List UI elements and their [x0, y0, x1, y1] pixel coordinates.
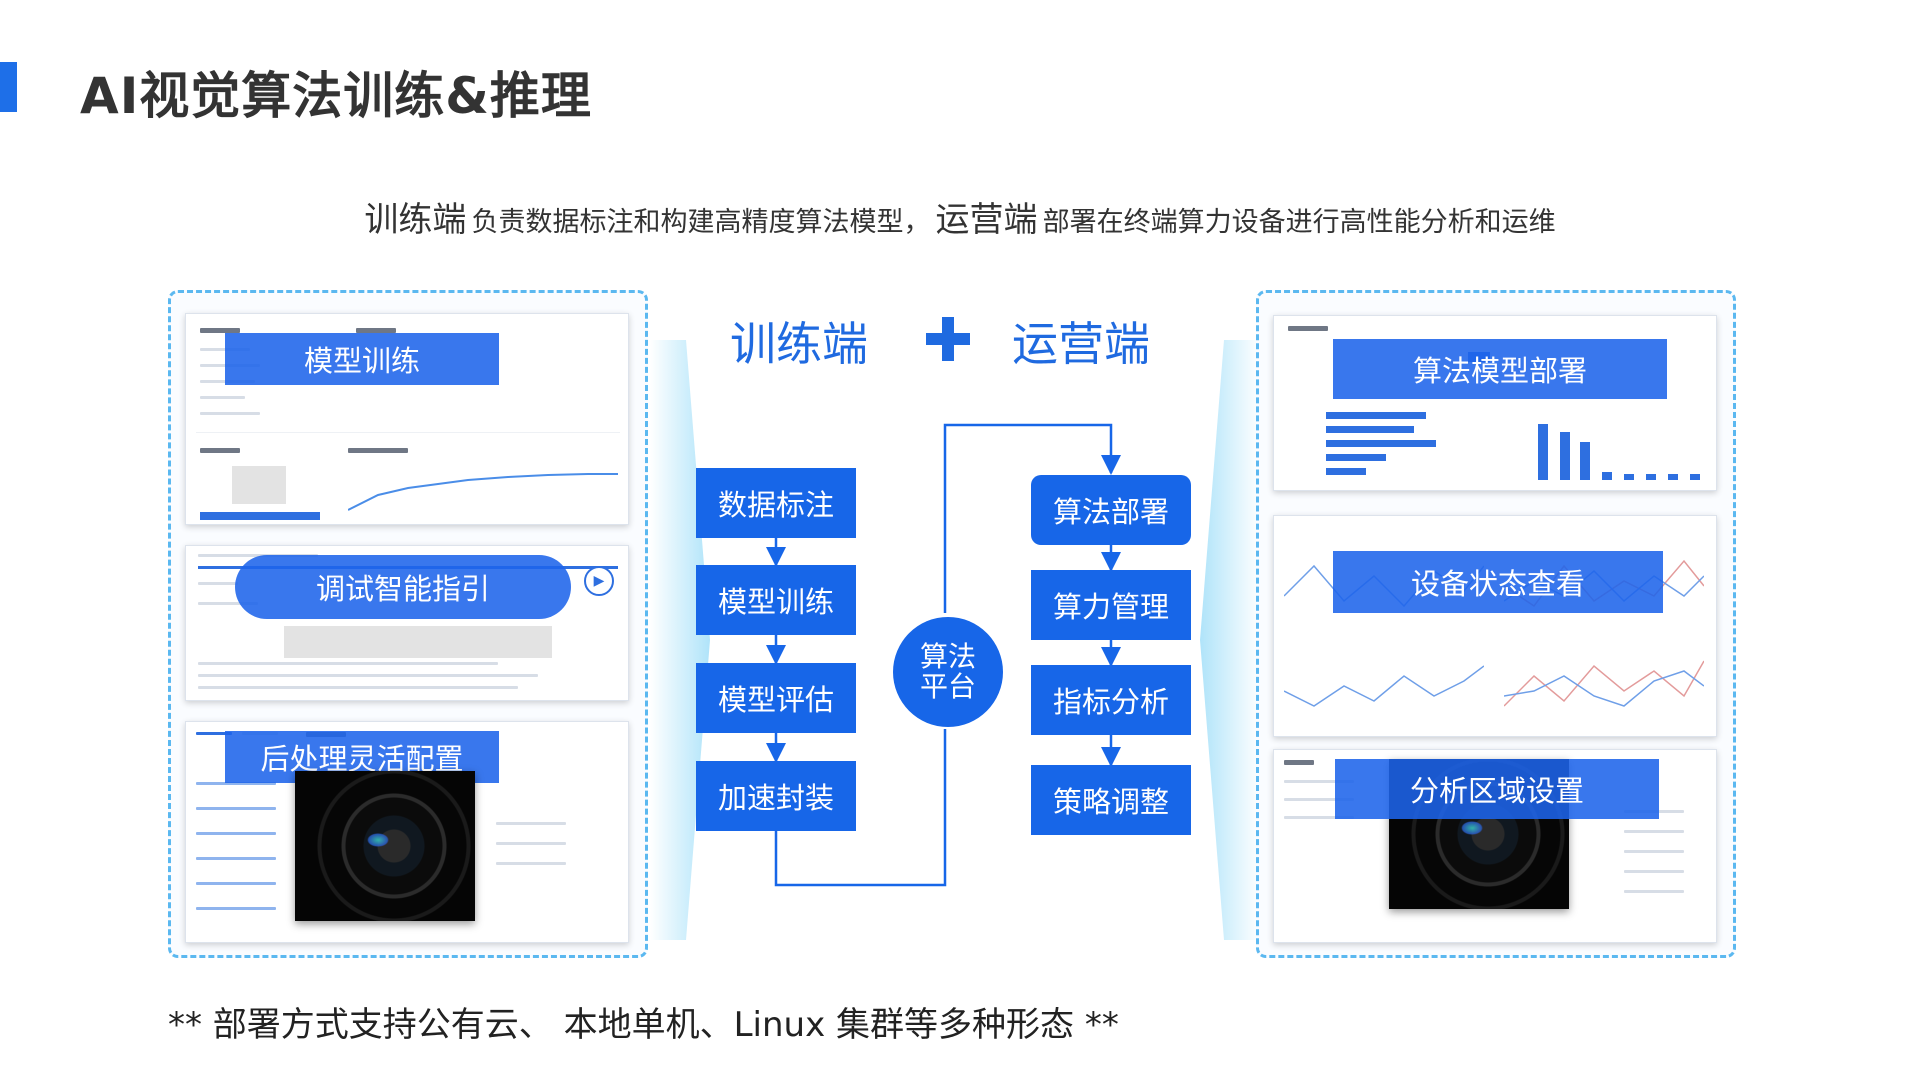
ops-step-strategy-adjustment: 策略调整 [1031, 765, 1191, 835]
title-accent-bar [0, 62, 17, 112]
ops-step-metric-analysis: 指标分析 [1031, 665, 1191, 735]
mock-device-status-page [1273, 515, 1717, 737]
train-side-label: 训练端 [730, 317, 868, 371]
ops-step-compute-management: 算力管理 [1031, 570, 1191, 640]
train-step-acceleration-packaging: 加速封装 [696, 761, 856, 831]
light-beam-left [650, 340, 710, 940]
platform-label-line1: 算法 [919, 640, 976, 673]
subtitle-train-term: 训练端 [364, 200, 467, 240]
subtitle-train-desc: 负责数据标注和构建高精度算法模型， [471, 207, 931, 238]
deployment-note: ** 部署方式支持公有云、 本地单机、Linux 集群等多种形态 ** [168, 1005, 1119, 1045]
page-title: AI视觉算法训练&推理 [80, 67, 592, 125]
subtitle-ops-desc: 部署在终端算力设备进行高性能分析和运维 [1042, 207, 1556, 238]
feature-algorithm-deploy: 算法模型部署 [1333, 339, 1667, 399]
feature-debug-guide: 调试智能指引 [235, 555, 571, 619]
plus-icon-bar [926, 333, 970, 345]
subtitle-ops-term: 运营端 [935, 200, 1038, 240]
ops-side-label: 运营端 [1012, 317, 1150, 371]
tensorboard-curve [348, 473, 618, 511]
algorithm-platform-node: 算法 平台 [893, 617, 1003, 727]
light-beam-right [1200, 340, 1260, 940]
status-chart-4 [1504, 660, 1704, 707]
feature-region-setting: 分析区域设置 [1335, 759, 1659, 819]
feature-model-training: 模型训练 [225, 333, 499, 385]
play-icon: ▶ [584, 566, 614, 596]
platform-label-line2: 平台 [919, 670, 976, 703]
status-chart-3 [1284, 665, 1484, 707]
feature-device-status: 设备状态查看 [1333, 551, 1663, 613]
camera-lens-image [295, 771, 475, 921]
ops-step-algorithm-deploy: 算法部署 [1031, 475, 1191, 545]
subtitle-line: 训练端 负责数据标注和构建高精度算法模型， 运营端 部署在终端算力设备进行高性能… [0, 192, 1920, 241]
train-step-model-evaluation: 模型评估 [696, 663, 856, 733]
operations-screenshots-panel: 算法模型部署 设备状态查看 [1256, 290, 1736, 958]
train-step-model-training: 模型训练 [696, 565, 856, 635]
training-screenshots-panel: 模型训练 ▶ 调试智能指引 [168, 290, 648, 958]
train-step-data-annotation: 数据标注 [696, 468, 856, 538]
